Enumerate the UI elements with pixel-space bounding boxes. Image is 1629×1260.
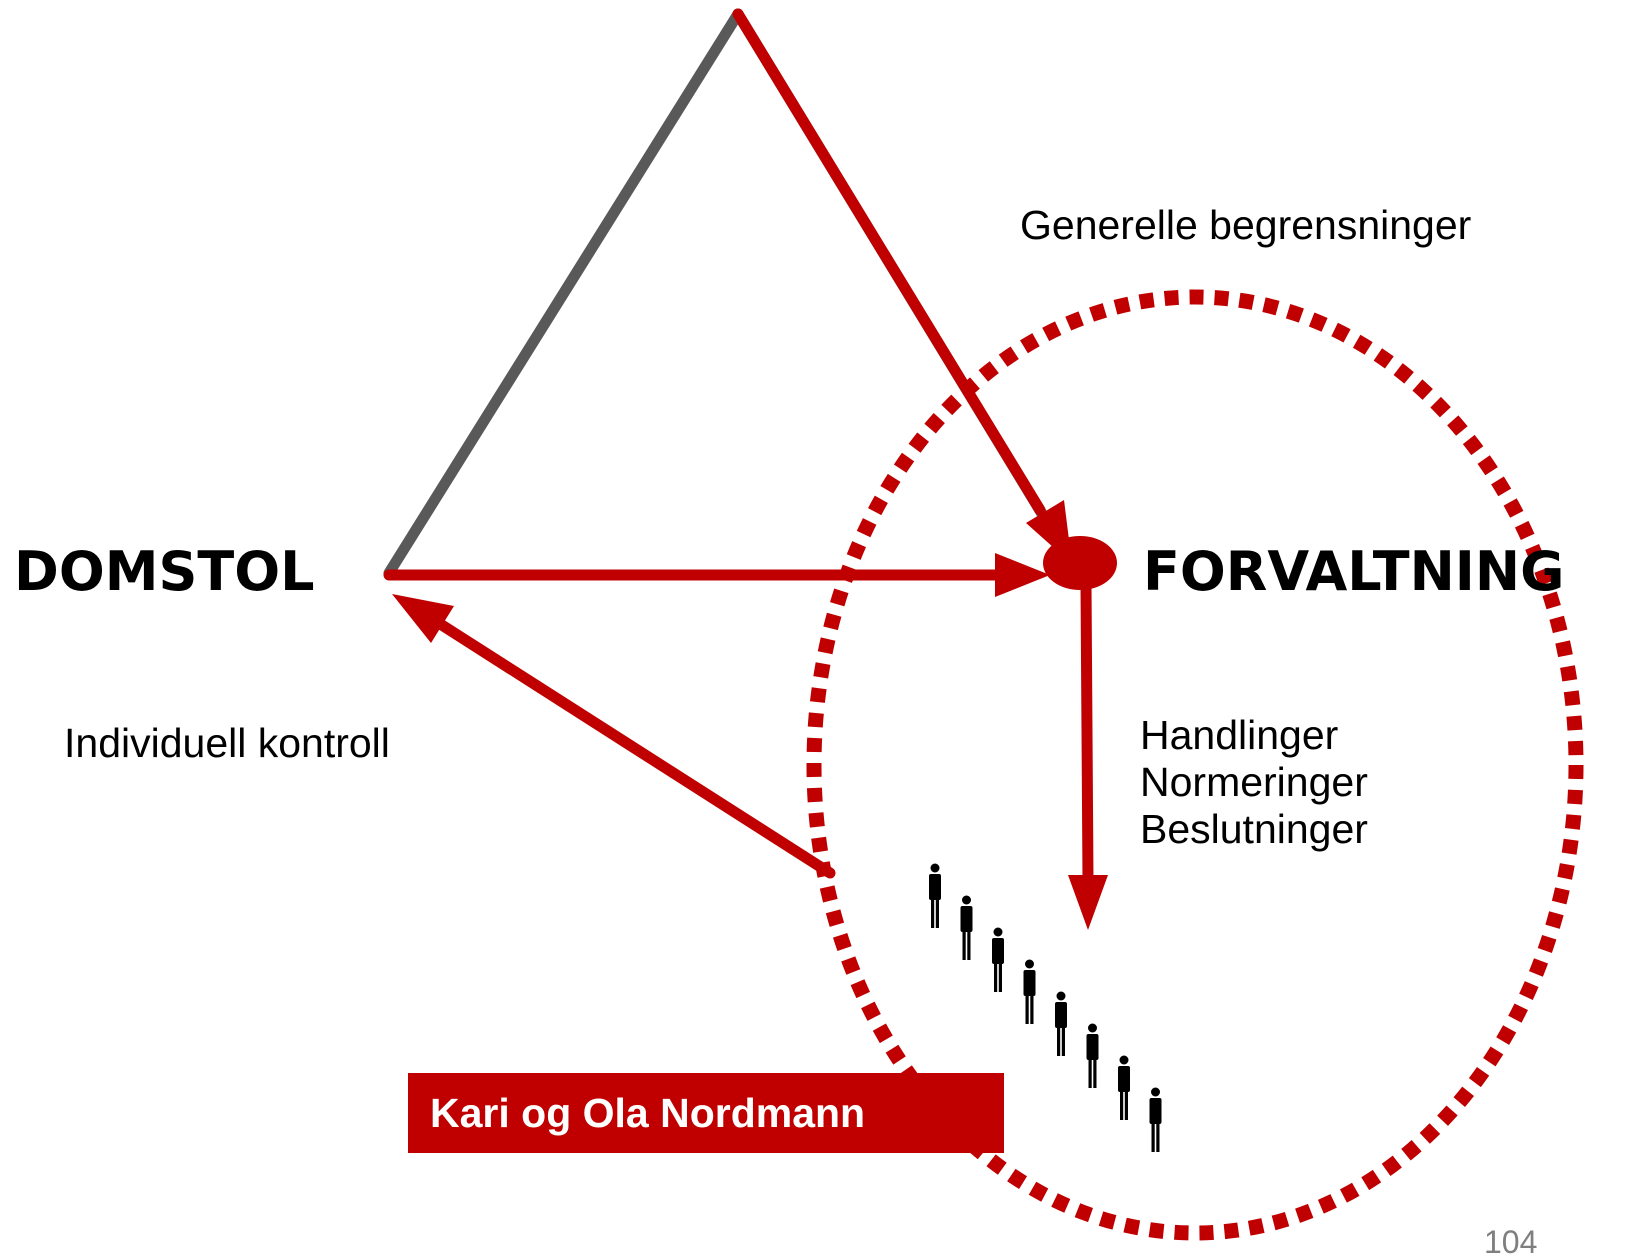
individual-control-arrow <box>428 614 836 879</box>
general-limits-label: Generelle begrensninger <box>1020 202 1472 248</box>
person-icon <box>960 895 973 960</box>
person-icon <box>992 927 1004 992</box>
person-icon <box>1149 1087 1162 1152</box>
citizens-group <box>929 863 1162 1152</box>
page-number: 104 <box>1484 1224 1538 1260</box>
individual-control-arrowhead <box>392 594 454 643</box>
individual-control-label: Individuell kontroll <box>64 720 390 766</box>
citizens-label: Kari og Ola Nordmann <box>430 1089 866 1136</box>
administration-actions-arrow <box>1080 579 1094 886</box>
administration-scope-circle <box>806 289 1584 1241</box>
triangle-edge-left <box>383 8 744 579</box>
person-icon <box>1086 1023 1099 1088</box>
action-list: Handlinger Normeringer Beslutninger <box>1140 712 1368 853</box>
citizens-label-box: Kari og Ola Nordmann <box>408 1073 1004 1153</box>
action-item-handlinger: Handlinger <box>1140 712 1339 758</box>
person-icon <box>1118 1055 1130 1120</box>
person-icon <box>929 863 941 928</box>
general-limits-arrow <box>732 8 1046 516</box>
court-label: DOMSTOL <box>14 540 315 603</box>
administration-label: FORVALTNING <box>1143 540 1565 603</box>
person-icon <box>1055 991 1067 1056</box>
action-item-normeringer: Normeringer <box>1140 759 1368 805</box>
action-item-beslutninger: Beslutninger <box>1140 806 1368 852</box>
administration-node <box>1043 536 1117 590</box>
court-to-administration-arrowhead <box>995 553 1050 597</box>
administration-actions-arrowhead <box>1068 875 1108 930</box>
person-icon <box>1023 959 1036 1024</box>
